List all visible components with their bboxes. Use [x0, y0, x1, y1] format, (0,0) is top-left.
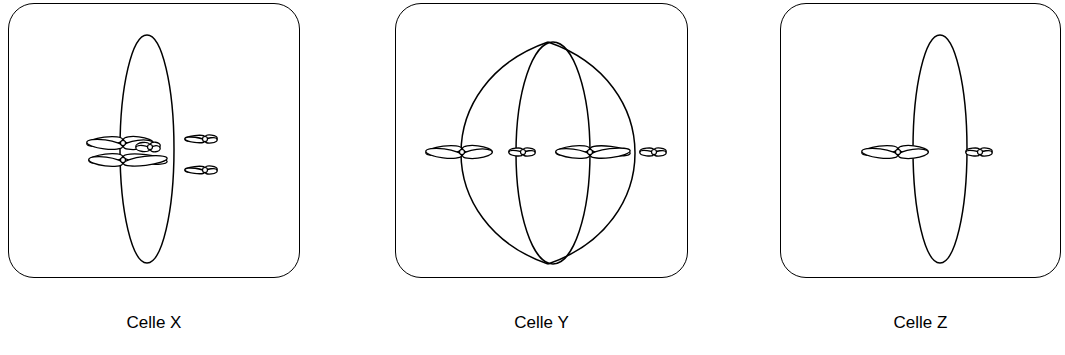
spindle-fibre — [120, 35, 174, 263]
centromere — [148, 145, 153, 150]
chromosome — [640, 147, 667, 156]
chromatid — [123, 154, 168, 168]
chromosome — [185, 165, 218, 174]
spindle-fibre — [516, 42, 590, 264]
chromatid — [861, 147, 898, 160]
chromatid — [185, 136, 205, 144]
centromere — [978, 150, 983, 155]
cell-label: Celle X — [9, 313, 299, 333]
chromatid — [898, 147, 929, 160]
chromosome — [555, 144, 630, 160]
chromosome — [135, 142, 160, 153]
centromere — [121, 158, 126, 163]
chromosome — [861, 144, 928, 160]
cell-box: Celle Z — [780, 3, 1061, 278]
chromosome — [88, 152, 167, 168]
cell-label: Celle Y — [396, 313, 687, 333]
chromosome — [185, 134, 218, 143]
cell-x-drawing — [86, 35, 217, 263]
centromere — [652, 150, 657, 155]
centromere — [203, 137, 208, 142]
centromere — [521, 150, 526, 155]
centromere — [203, 168, 208, 173]
cell-z-drawing — [861, 35, 992, 263]
chromatid — [185, 167, 205, 175]
chromosome — [425, 144, 492, 160]
chromosome — [966, 147, 993, 156]
cell-box: Celle X — [8, 3, 300, 278]
centromere — [588, 150, 593, 155]
chromosome — [509, 147, 536, 156]
chromatid — [86, 138, 123, 151]
cell-box: Celle Y — [395, 3, 688, 278]
centromere — [896, 150, 901, 155]
centromere — [121, 141, 126, 146]
spindle-fibre — [461, 42, 548, 264]
chromatid — [425, 147, 462, 160]
chromatid — [462, 147, 493, 160]
cell-y-drawing — [425, 42, 666, 264]
spindle-fibre — [548, 42, 635, 264]
cell-label: Celle Z — [781, 313, 1060, 333]
chromatid — [590, 146, 631, 160]
chromatid — [555, 147, 590, 160]
centromere — [460, 150, 465, 155]
chromatid — [88, 155, 123, 168]
